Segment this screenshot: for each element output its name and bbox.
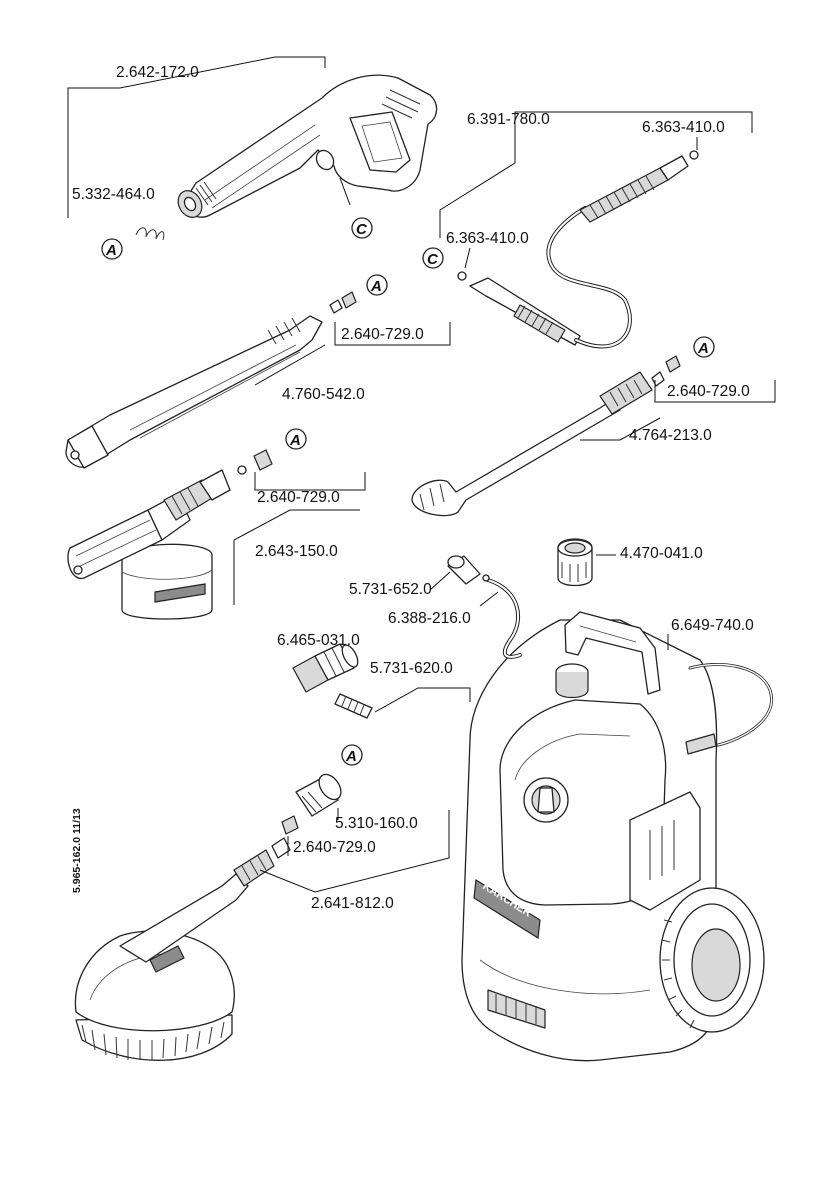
leader-filter (374, 687, 471, 713)
trigger-gun-drawing (135, 74, 438, 241)
label-inlet-filter: 5.731-652.0 (349, 581, 432, 598)
label-wash-brush: 2.641-812.0 (311, 895, 394, 912)
leader-wash-brush (259, 810, 450, 893)
ref-a-lance-2-text: A (697, 340, 709, 357)
label-lance-oring-1: 2.640-729.0 (341, 326, 424, 343)
label-lance-oring-2: 2.640-729.0 (667, 383, 750, 400)
leader-spray-lance-long (580, 417, 661, 441)
leader-spray-lance-short (254, 344, 326, 386)
ref-a-foam-text: A (289, 432, 301, 449)
ref-a-brush-text: A (345, 748, 357, 765)
label-oring-top: 6.363-410.0 (642, 119, 725, 136)
label-foam-nozzle: 2.643-150.0 (255, 543, 338, 560)
label-spray-lance-short: 4.760-542.0 (282, 386, 365, 403)
label-connector: 6.465-031.0 (277, 632, 360, 649)
ref-c-hose-text: C (427, 251, 439, 268)
label-gun-fitting: 5.332-464.0 (72, 186, 155, 203)
leader-c-gun (339, 177, 351, 206)
label-brush-oring: 2.640-729.0 (293, 839, 376, 856)
leader-oring-bottom (464, 247, 471, 269)
leader-hose (439, 111, 753, 238)
leader-lance-oring-2 (654, 380, 776, 403)
ref-a-foam: A (285, 428, 307, 450)
leader-lance-oring-1 (334, 322, 451, 346)
spray-lance-short-drawing (65, 291, 357, 469)
label-trigger-gun: 2.642-172.0 (116, 64, 199, 81)
filter-drawing (334, 693, 373, 719)
leader-foam-nozzle (233, 509, 360, 605)
connector-drawing (292, 643, 359, 693)
leader-inlet-filter (429, 571, 451, 591)
label-power-cable: 6.649-740.0 (671, 617, 754, 634)
leader-foam-oring (254, 472, 366, 491)
ref-a-gun-text: A (105, 242, 117, 259)
ref-a-lance-1: A (366, 274, 388, 296)
hose-assembly-drawing (457, 150, 699, 349)
leader-trigger-gun (67, 56, 326, 218)
pressure-washer-drawing: KÄRCHER (447, 555, 774, 1062)
foam-nozzle-drawing (67, 449, 273, 620)
label-hose: 6.391-780.0 (467, 111, 550, 128)
label-adapter: 5.310-160.0 (335, 815, 418, 832)
ref-c-hose: C (422, 247, 444, 269)
document-code: 5.965-162.0 11/13 (71, 808, 83, 893)
label-spray-lance-long: 4.764-213.0 (629, 427, 712, 444)
label-hose-outlet: 4.470-041.0 (620, 545, 703, 562)
ref-c-gun: C (351, 217, 373, 239)
ref-a-gun: A (101, 238, 123, 260)
ref-c-gun-text: C (356, 221, 368, 238)
label-filter: 5.731-620.0 (370, 660, 453, 677)
ref-a-lance-2: A (693, 336, 715, 358)
ref-a-brush: A (341, 744, 363, 766)
wash-brush-drawing (74, 815, 299, 1061)
leader-hose-guide (479, 591, 499, 607)
label-hose-guide: 6.388-216.0 (388, 610, 471, 627)
hose-outlet-drawing (557, 538, 593, 587)
label-foam-oring: 2.640-729.0 (257, 489, 340, 506)
ref-a-lance-1-text: A (370, 278, 382, 295)
label-oring-bottom: 6.363-410.0 (446, 230, 529, 247)
adapter-drawing (295, 773, 342, 817)
